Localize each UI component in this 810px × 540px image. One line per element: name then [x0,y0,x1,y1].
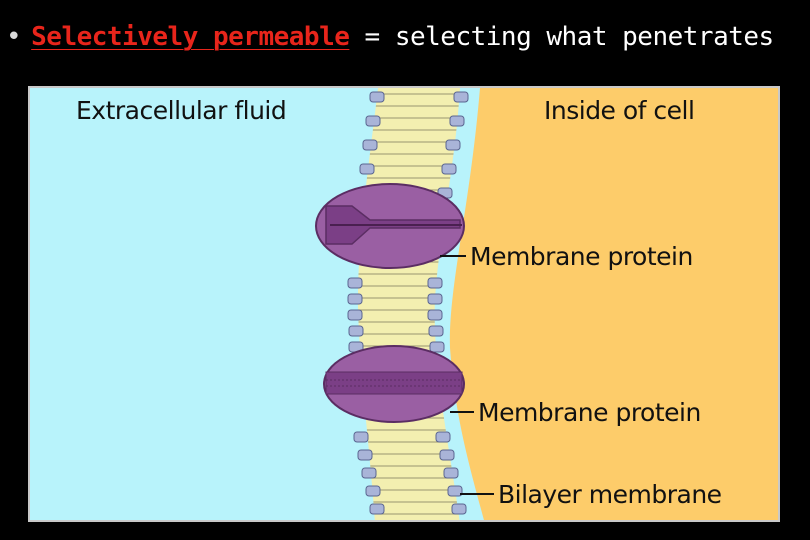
membrane-protein-label-2: Membrane protein [478,398,701,427]
membrane-diagram-graphic [30,88,778,520]
membrane-diagram: Extracellular fluid Inside of cell Membr… [28,86,780,522]
membrane-protein-transmembrane [323,345,465,423]
title-definition: = selecting what penetrates [349,22,775,52]
extracellular-fluid-label: Extracellular fluid [76,96,287,125]
bullet: • [6,22,22,52]
bilayer-membrane-label: Bilayer membrane [498,480,722,509]
slide-title: • Selectively permeable = selecting what … [6,22,774,52]
intracellular-region [449,88,778,520]
membrane-protein-channel [315,183,465,269]
inside-of-cell-label: Inside of cell [544,96,695,125]
title-term: Selectively permeable [31,22,350,52]
membrane-protein-label-1: Membrane protein [470,242,693,271]
